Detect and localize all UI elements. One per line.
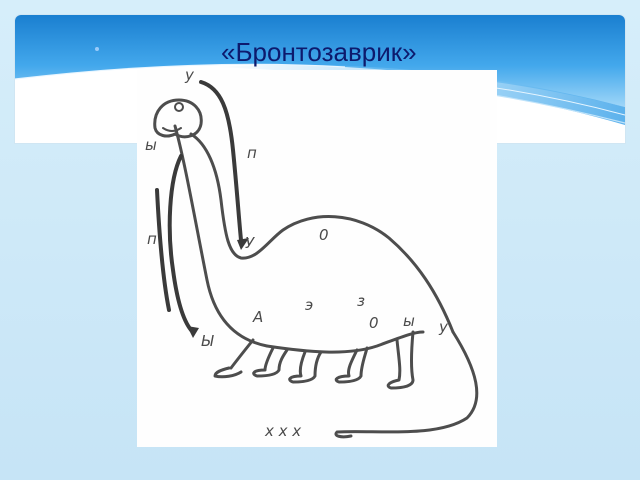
label-bottom-y: Ы [201,332,214,350]
dino-back-leg-left [334,346,369,384]
dino-back-leg-right [386,330,415,390]
dino-tail [334,330,479,439]
arrow-left-curve [167,154,193,332]
dino-front-leg-left [252,346,289,378]
arrow-left-head [187,326,199,338]
dino-belly [265,330,425,354]
brontosaurus-picture: у ы п п У 0 э з А 0 ы у Ы х х х [137,70,497,447]
label-neck-y: ы [145,136,157,154]
bullet-dot [95,47,99,51]
dino-neck-front [173,124,269,348]
label-top-u: у [184,70,195,84]
dino-back-foot-detail [213,366,243,379]
label-body-u: у [438,318,449,336]
dino-smile [162,127,182,132]
dino-front-foot-base [229,338,255,370]
dino-neck-outline [189,132,455,334]
label-left-p: п [147,230,157,248]
label-body-y: ы [403,312,415,330]
label-top-p: п [247,144,257,162]
label-body-o: 0 [369,314,379,332]
label-body-e1: э [305,296,313,314]
dino-head [153,98,203,139]
arrow-top-head [237,238,249,250]
brontosaurus-drawing: у ы п п У 0 э з А 0 ы у Ы х х х [145,70,479,440]
label-tail-x: х х х [264,422,301,440]
arrow-neck-curve [155,188,171,312]
label-neck-u: У [245,234,255,252]
slide-title: «Бронтозаврик» [221,37,417,67]
dino-front-leg-right [288,350,323,384]
label-body-z: з [357,292,365,310]
dino-eye [174,102,184,112]
label-body-a: А [252,308,263,326]
arrow-top-curve [199,80,243,242]
label-back-o: 0 [319,226,329,244]
